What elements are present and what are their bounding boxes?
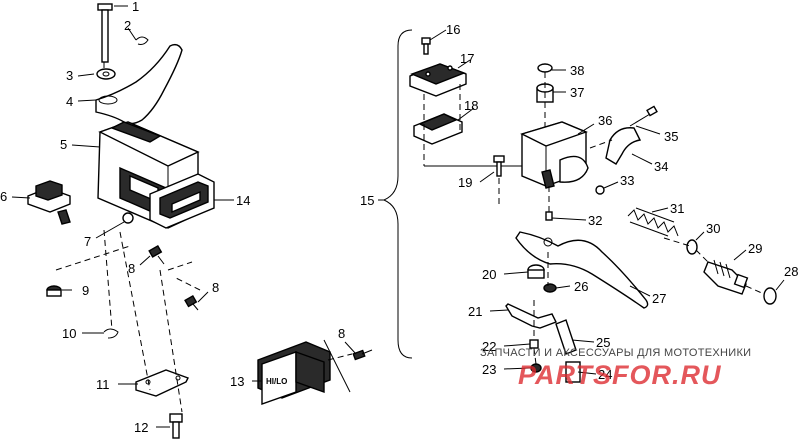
part-29-piston (703, 259, 749, 295)
part-2-clip (135, 36, 149, 45)
part-7-washer (122, 212, 134, 224)
part-20-bushing (527, 264, 545, 279)
callout-30: 30 (706, 221, 720, 236)
part-3-nut (96, 68, 116, 80)
callout-37: 37 (570, 85, 584, 100)
callout-24: 24 (598, 367, 612, 382)
callout-16: 16 (446, 22, 460, 37)
part-31-spring (627, 207, 679, 237)
callout-38: 38 (570, 63, 584, 78)
part-28-snap-ring (763, 287, 777, 305)
watermark-caption: ЗАПЧАСТИ И АКСЕССУАРЫ ДЛЯ МОТОТЕХНИКИ (480, 347, 752, 359)
callout-1: 1 (132, 0, 139, 14)
callout-25: 25 (596, 335, 610, 350)
callout-32: 32 (588, 213, 602, 228)
part-8-screw-a (148, 244, 165, 265)
callout-27: 27 (652, 291, 666, 306)
callout-15: 15 (360, 193, 374, 208)
callout-33: 33 (620, 173, 634, 188)
part-14-switch-block (149, 173, 215, 229)
part-16-screw (421, 37, 431, 55)
brace-15 (382, 29, 413, 359)
part-36-master-cylinder (520, 121, 589, 189)
callout-9: 9 (82, 283, 89, 298)
part-18-diaphragm (413, 113, 463, 145)
part-11-cover-plate (135, 369, 189, 397)
part-27-brake-lever (515, 231, 649, 309)
callout-31: 31 (670, 201, 684, 216)
watermark-logo: PARTSFOR.RU (518, 360, 722, 390)
part-1-bolt (97, 3, 113, 63)
callout-35: 35 (664, 129, 678, 144)
callout-13: 13 (230, 374, 244, 389)
callout-10: 10 (62, 326, 76, 341)
part-32-pin (545, 211, 553, 221)
part-34-clamp (605, 127, 642, 165)
callout-7: 7 (84, 234, 91, 249)
part-38-cap (537, 63, 553, 73)
hi-lo-switch-label: HI/LO (266, 377, 287, 386)
part-25-switch-plate (555, 319, 577, 355)
callout-5: 5 (60, 137, 67, 152)
part-4-throttle-lever (95, 43, 183, 125)
part-13-hi-lo-switch: HI/LO (257, 341, 331, 405)
callout-3: 3 (66, 68, 73, 83)
callout-29: 29 (748, 241, 762, 256)
callout-2: 2 (124, 18, 131, 33)
throttle-housing-assembly: HI/LO (27, 3, 373, 439)
callout-36: 36 (598, 113, 612, 128)
callout-21: 21 (468, 304, 482, 319)
part-26-nut (543, 283, 557, 293)
callout-8-b: 8 (212, 280, 219, 295)
part-23-nut (530, 363, 542, 373)
callout-19: 19 (458, 175, 472, 190)
leader-lines-right (429, 29, 785, 375)
part-10-clip (103, 328, 119, 339)
part-19-screw (493, 155, 505, 177)
callout-28: 28 (784, 264, 798, 279)
part-8-screw-b (184, 294, 199, 311)
part-8-screw-c (352, 349, 373, 361)
callout-11: 11 (96, 377, 110, 392)
part-9-nut (46, 285, 62, 297)
callout-26: 26 (574, 279, 588, 294)
part-35-screw (629, 105, 658, 127)
part-17-reservoir-cap (409, 63, 467, 97)
callout-4: 4 (66, 94, 73, 109)
part-30-washer (686, 239, 698, 255)
part-33-washer (595, 185, 605, 195)
brake-lever-assembly (409, 37, 777, 383)
callout-8-a: 8 (128, 261, 135, 276)
part-21-bracket (505, 303, 557, 329)
callout-17: 17 (460, 51, 474, 66)
part-6-switch-knob (27, 180, 71, 225)
callouts-left: 1 2 3 4 5 6 7 8 9 10 11 12 14 8 13 8 (0, 0, 345, 435)
callouts-right: 16 17 18 15 19 38 37 36 35 34 33 32 31 3… (360, 22, 798, 382)
leader-lines-left (11, 5, 357, 428)
callout-6: 6 (0, 189, 7, 204)
callout-34: 34 (654, 159, 668, 174)
callout-20: 20 (482, 267, 496, 282)
callout-8-c: 8 (338, 326, 345, 341)
part-12-screw (169, 413, 183, 439)
callout-23: 23 (482, 362, 496, 377)
callout-18: 18 (464, 98, 478, 113)
callout-14: 14 (236, 193, 250, 208)
callout-12: 12 (134, 420, 148, 435)
callout-22: 22 (482, 339, 496, 354)
